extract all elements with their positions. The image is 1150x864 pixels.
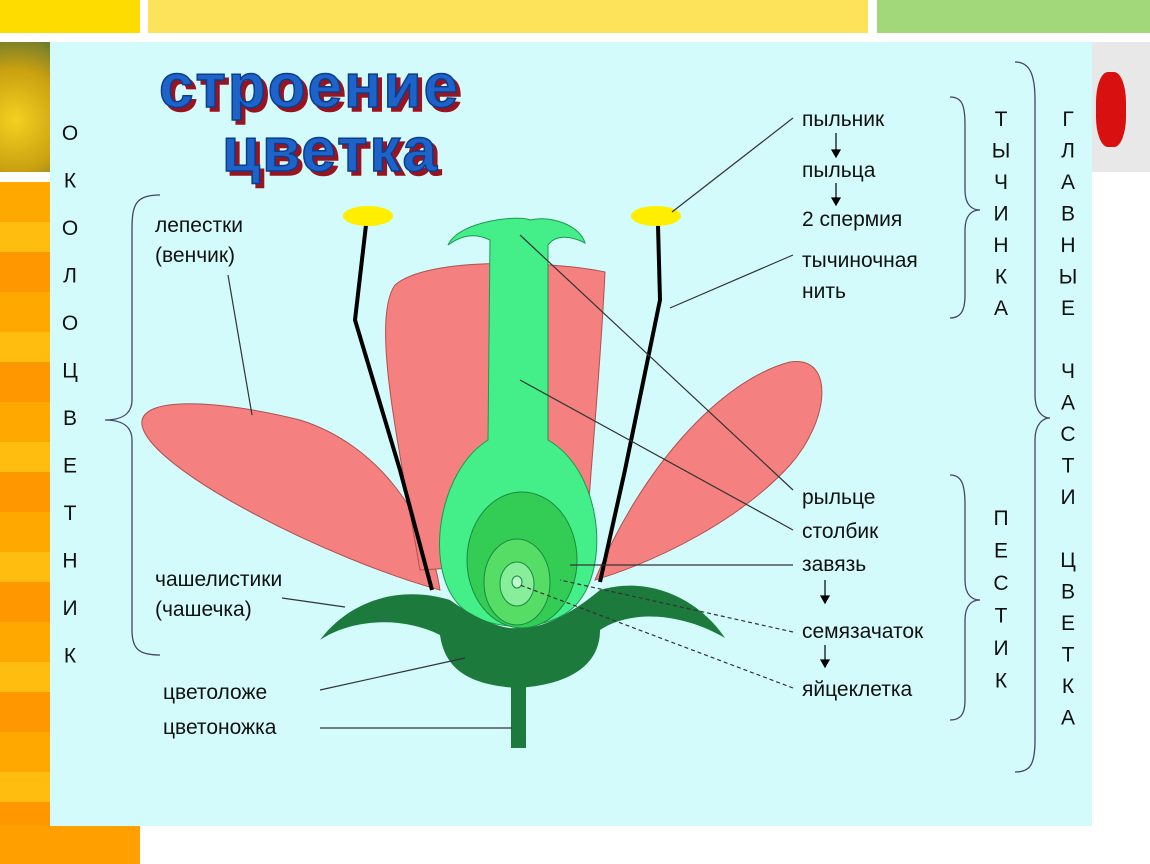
vertical-letter: Ы bbox=[992, 140, 1011, 163]
vertical-letter: С bbox=[993, 572, 1008, 595]
vertical-letter: О bbox=[62, 122, 78, 145]
decor-fruit-left bbox=[0, 42, 50, 172]
label-corolla: (венчик) bbox=[155, 244, 235, 267]
vertical-letter: И bbox=[993, 203, 1008, 226]
vertical-letter: И bbox=[1060, 486, 1075, 509]
decor-bar-lightyellow bbox=[148, 0, 868, 33]
label-sepals: чашелистики bbox=[155, 568, 282, 591]
label-petals: лепестки bbox=[155, 214, 243, 237]
label-ovule: семязачаток bbox=[802, 620, 924, 643]
vertical-letter: К bbox=[1062, 675, 1075, 698]
vertical-letter: К bbox=[995, 266, 1008, 289]
vertical-letter: Н bbox=[62, 550, 77, 573]
vertical-letter: Ч bbox=[1061, 360, 1075, 383]
braces bbox=[104, 61, 1051, 773]
vertical-letter: Л bbox=[1061, 140, 1075, 163]
vertical-letter: А bbox=[1061, 171, 1075, 194]
decor-pepper bbox=[1092, 42, 1150, 172]
vertical-letter: Н bbox=[993, 234, 1008, 257]
label-filament-2: нить bbox=[802, 280, 846, 303]
anther-left bbox=[343, 206, 393, 226]
vertical-letter: К bbox=[995, 670, 1008, 693]
label-peduncle: цветоножка bbox=[163, 716, 277, 739]
arrows bbox=[819, 133, 842, 669]
vertical-letter: В bbox=[63, 407, 77, 430]
vertical-letter: Т bbox=[995, 108, 1008, 131]
vertical-letter: Ы bbox=[1059, 266, 1078, 289]
vertical-letter: Т bbox=[1062, 644, 1075, 667]
label-calyx: (чашечка) bbox=[155, 598, 252, 621]
leader-lines bbox=[227, 117, 794, 729]
anther-right bbox=[631, 206, 681, 226]
vertical-letter: Т bbox=[995, 605, 1008, 628]
vertical-letter: В bbox=[1061, 581, 1075, 604]
vertical-letter: Е bbox=[63, 455, 77, 478]
label-sperm: 2 спермия bbox=[802, 208, 902, 231]
vertical-letter: Н bbox=[1060, 234, 1075, 257]
vertical-letter: П bbox=[993, 507, 1008, 530]
vertical-letter: С bbox=[1060, 423, 1075, 446]
vertical-letter: А bbox=[1061, 392, 1075, 415]
vertical-letter: Ч bbox=[994, 171, 1008, 194]
vertical-letter: Ц bbox=[1060, 549, 1076, 572]
decor-orange-stripes bbox=[0, 182, 50, 864]
vertical-letter: К bbox=[64, 645, 77, 668]
filament-right bbox=[598, 224, 663, 583]
label-ovary: завязь bbox=[802, 553, 866, 576]
label-stigma: рыльце bbox=[802, 486, 875, 509]
label-anther: пыльник bbox=[802, 108, 885, 131]
vertical-letter: А bbox=[994, 297, 1008, 320]
vertical-letter: К bbox=[64, 170, 77, 193]
vertical-letter: Ц bbox=[62, 360, 78, 383]
title: строение цветка bbox=[158, 51, 460, 186]
vertical-letter: О bbox=[62, 312, 78, 335]
label-filament-1: тычиночная bbox=[802, 249, 918, 272]
decor-bar-yellow bbox=[0, 0, 140, 33]
vertical-letter: Г bbox=[1062, 108, 1073, 131]
title-line-1: строение bbox=[159, 52, 460, 121]
vertical-letter: Е bbox=[1061, 612, 1075, 635]
decor-orange-bottom bbox=[0, 826, 140, 864]
vertical-letter: Т bbox=[64, 502, 77, 525]
label-egg: яйцеклетка bbox=[802, 678, 912, 701]
vertical-letter: Е bbox=[994, 540, 1008, 563]
vertical-letter: Е bbox=[1061, 297, 1075, 320]
title-line-2: цветка bbox=[222, 116, 439, 185]
decor-bar-green bbox=[877, 0, 1150, 33]
petal-right bbox=[594, 361, 823, 581]
vertical-letter: И bbox=[62, 597, 77, 620]
stem bbox=[511, 680, 526, 748]
vertical-letter: Т bbox=[1062, 455, 1075, 478]
vertical-letter: И bbox=[993, 637, 1008, 660]
vertical-letter: О bbox=[62, 217, 78, 240]
filament-left bbox=[352, 224, 434, 591]
egg-cell bbox=[511, 575, 523, 589]
label-receptacle: цветоложе bbox=[163, 681, 267, 704]
vertical-letter: В bbox=[1061, 203, 1075, 226]
receptacle-sepals bbox=[320, 585, 725, 688]
label-style: столбик bbox=[802, 520, 879, 543]
vertical-letter: Л bbox=[63, 265, 77, 288]
petal-left bbox=[141, 403, 441, 591]
label-pollen: пыльца bbox=[802, 159, 876, 182]
vertical-letter: А bbox=[1061, 707, 1075, 730]
vertical-perianth: О К О Л О Ц В Е Т Н И К bbox=[62, 122, 78, 668]
